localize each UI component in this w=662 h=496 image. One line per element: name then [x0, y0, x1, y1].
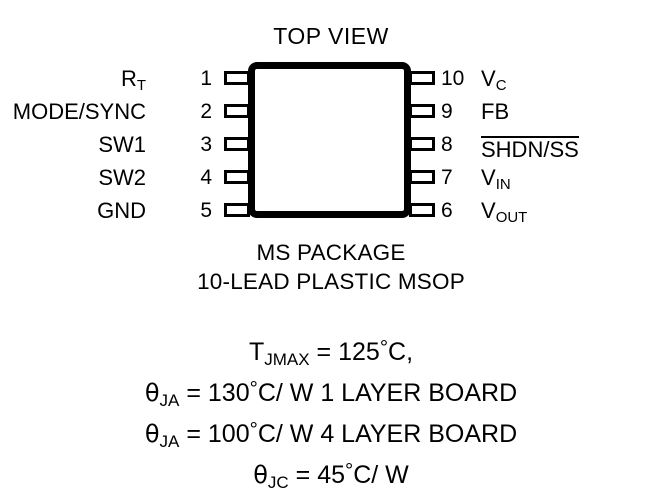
thermal-line-theta-ja-1layer: θJA = 130°C/ W 1 LAYER BOARD [0, 372, 662, 413]
theta-jc-degree-icon: ° [345, 459, 354, 483]
theta-ja-4layer-value: 100 [207, 420, 250, 449]
tjmax-value: 125 [338, 338, 380, 367]
theta-ja-4layer-symbol: θ [144, 420, 160, 449]
theta-jc-value: 45 [317, 461, 346, 490]
tjmax-symbol: T [248, 338, 265, 367]
pin-label-rt: RT [0, 68, 146, 93]
theta-ja-4layer-unit: C/ W [257, 420, 314, 449]
ic-body-outline [248, 62, 411, 218]
top-view-title: TOP VIEW [273, 23, 389, 49]
theta-ja-1layer-symbol: θ [144, 379, 160, 408]
pin-label-mode-sync: MODE/SYNC [12, 99, 146, 124]
pin-label-sw1: SW1 [98, 132, 146, 157]
pin-label-vc: VC [481, 68, 507, 93]
package-caption: MS PACKAGE 10-LEAD PLASTIC MSOP [0, 238, 662, 296]
tjmax-sub: JMAX [264, 349, 310, 369]
theta-ja-4layer-degree-icon: ° [249, 418, 258, 442]
theta-ja-4layer-equals: = [186, 420, 201, 449]
thermal-line-theta-jc: θJC = 45°C/ W [0, 454, 662, 495]
pin-number-7: 7 [441, 166, 453, 189]
pin-label-vin: VIN [481, 167, 511, 192]
pin-label-gnd: GND [97, 198, 146, 223]
pin-label-rt-text: R [120, 66, 137, 91]
thermal-specifications: TJMAX = 125°C, θJA = 130°C/ W 1 LAYER BO… [0, 331, 662, 496]
package-name: MS PACKAGE [256, 240, 406, 265]
pin-label-fb: FB [481, 99, 510, 124]
theta-jc-equals: = [295, 461, 311, 490]
theta-jc-sub: JC [267, 472, 289, 492]
pin-lead-8 [409, 137, 435, 151]
theta-jc-symbol: θ [253, 461, 268, 490]
pin-label-vout: VOUT [481, 200, 527, 225]
pin-number-3: 3 [200, 133, 212, 156]
pin-label-vc-sub: C [495, 76, 507, 94]
package-description: 10-LEAD PLASTIC MSOP [197, 269, 465, 294]
thermal-line-theta-ja-4layer: θJA = 100°C/ W 4 LAYER BOARD [0, 413, 662, 454]
pin-label-vout-sub: OUT [495, 208, 528, 226]
pin-lead-4 [224, 170, 250, 184]
pin-number-4: 4 [200, 166, 212, 189]
theta-ja-1layer-value: 130 [207, 379, 250, 408]
pin-lead-10 [409, 71, 435, 85]
pin-label-vin-sub: IN [495, 175, 511, 193]
pin-lead-1 [224, 71, 250, 85]
pin-label-sw2: SW2 [98, 165, 146, 190]
package-drawing: 1 2 3 4 5 RT MODE/SYNC SW1 SW2 GND 10 9 … [0, 0, 662, 232]
tjmax-equals: = [316, 338, 332, 367]
theta-jc-unit: C/ W [353, 461, 409, 490]
pin-label-vout-text: V [481, 198, 496, 223]
pin-lead-3 [224, 137, 250, 151]
pin-lead-2 [224, 104, 250, 118]
pin-number-1: 1 [200, 67, 212, 90]
pin-number-5: 5 [200, 199, 212, 222]
pin-label-shdn-ss: SHDN/SS [481, 136, 579, 161]
theta-ja-1layer-sub: JA [159, 390, 180, 410]
pin-label-rt-sub: T [136, 76, 146, 94]
theta-ja-1layer-degree-icon: ° [249, 377, 258, 401]
pin-lead-9 [409, 104, 435, 118]
theta-ja-1layer-unit: C/ W [257, 379, 314, 408]
pin-lead-6 [409, 203, 435, 217]
thermal-line-tjmax: TJMAX = 125°C, [0, 331, 662, 372]
pin-label-vc-text: V [481, 66, 496, 91]
tjmax-degree-icon: ° [379, 336, 389, 359]
theta-ja-4layer-sub: JA [159, 431, 180, 451]
theta-ja-1layer-note: 1 LAYER BOARD [320, 379, 518, 408]
pin-number-10: 10 [441, 67, 465, 90]
tjmax-unit: C, [388, 338, 414, 367]
pin-number-8: 8 [441, 133, 453, 156]
pin-number-9: 9 [441, 100, 453, 123]
pin-label-vin-text: V [481, 165, 496, 190]
pin-lead-5 [224, 203, 250, 217]
pin-lead-7 [409, 170, 435, 184]
pin-label-shdn-ss-text: SHDN/SS [481, 136, 579, 162]
pin-number-2: 2 [200, 100, 212, 123]
theta-ja-4layer-note: 4 LAYER BOARD [320, 420, 518, 449]
theta-ja-1layer-equals: = [186, 379, 201, 408]
pin-number-6: 6 [441, 199, 453, 222]
